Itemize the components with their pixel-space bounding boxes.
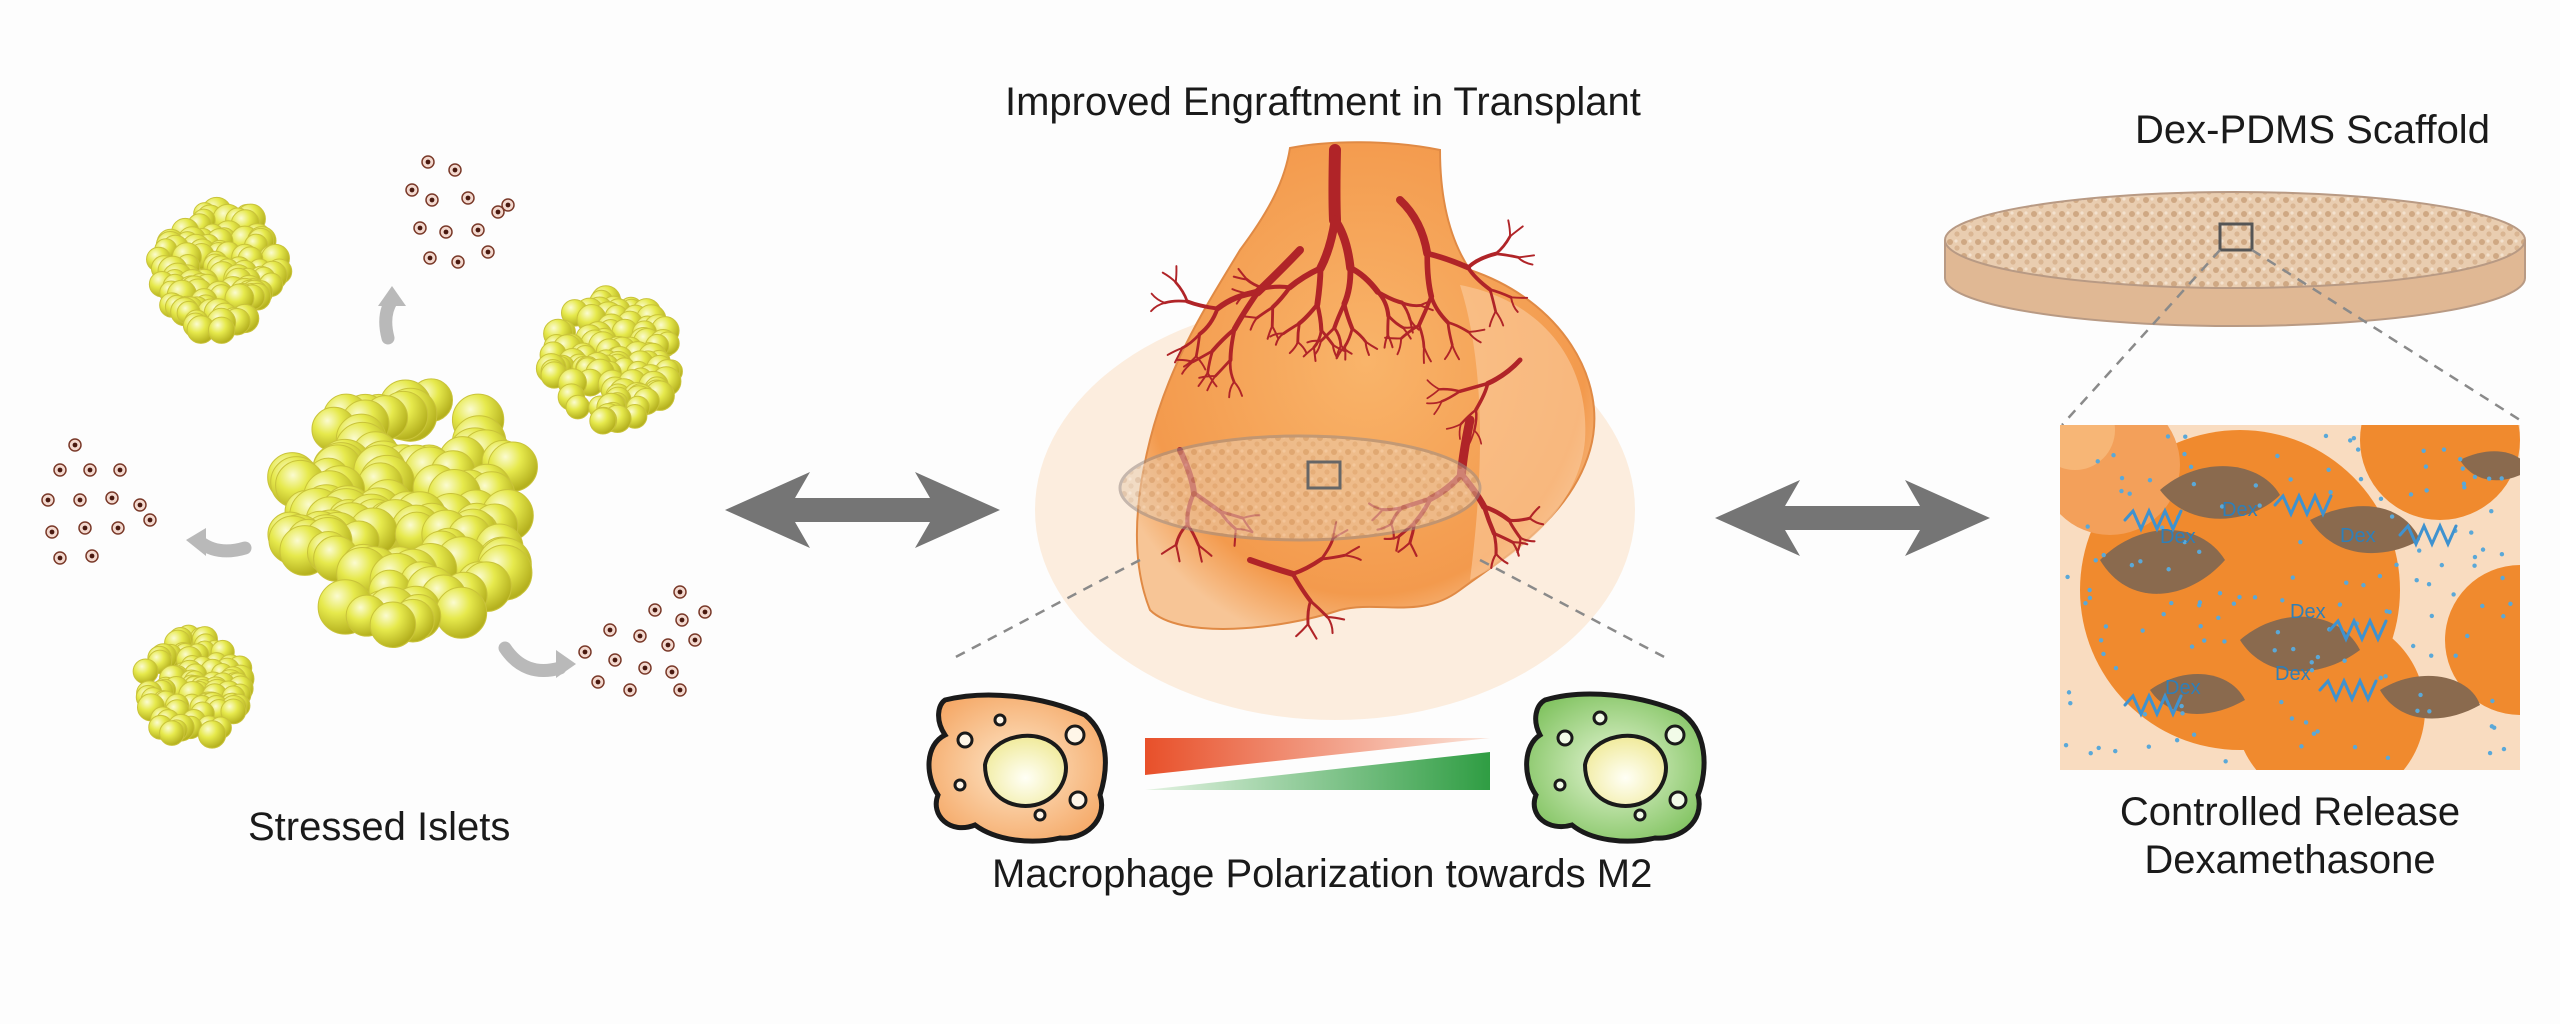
islet-small [146, 196, 293, 344]
dex-tag: Dex [2222, 499, 2258, 521]
dex-tag: Dex [2290, 601, 2326, 623]
islets-label: Stressed Islets [248, 805, 511, 849]
dex-tag: Dex [2340, 525, 2376, 547]
m2-macrophage [1524, 691, 1707, 844]
magnify-box-icon [1306, 460, 1342, 490]
scaffold-label: Dex-PDMS Scaffold [2135, 108, 2490, 152]
dex-tag: Dex [2160, 526, 2196, 548]
zoom-lines [2061, 248, 2521, 426]
released-granules [41, 155, 712, 697]
islet-small [535, 285, 683, 435]
dex-tag: Dex [2165, 677, 2201, 699]
release-label-line1: Controlled Release [2119, 790, 2461, 834]
double-arrow-icon [725, 472, 1000, 548]
diagram-title: Improved Engraftment in Transplant [1005, 80, 1641, 124]
dex-pdms-scaffold [1944, 191, 2526, 327]
release-label-line2: Dexamethasone [2144, 838, 2436, 882]
transplant-tissue-illustration [1035, 141, 1635, 720]
dex-tag: Dex [2275, 663, 2311, 685]
m1-macrophage [926, 692, 1108, 844]
double-arrow-icon [1715, 480, 1990, 556]
islet-large [267, 378, 538, 649]
release-detail-panel [2060, 425, 2520, 770]
magnify-box-icon [2218, 222, 2254, 252]
polarization-gradient [1145, 738, 1490, 790]
stressed-islets-illustration [132, 196, 683, 749]
curved-arrow-heads [186, 286, 576, 678]
islet-small [132, 624, 255, 749]
macrophage-label: Macrophage Polarization towards M2 [992, 852, 1653, 896]
